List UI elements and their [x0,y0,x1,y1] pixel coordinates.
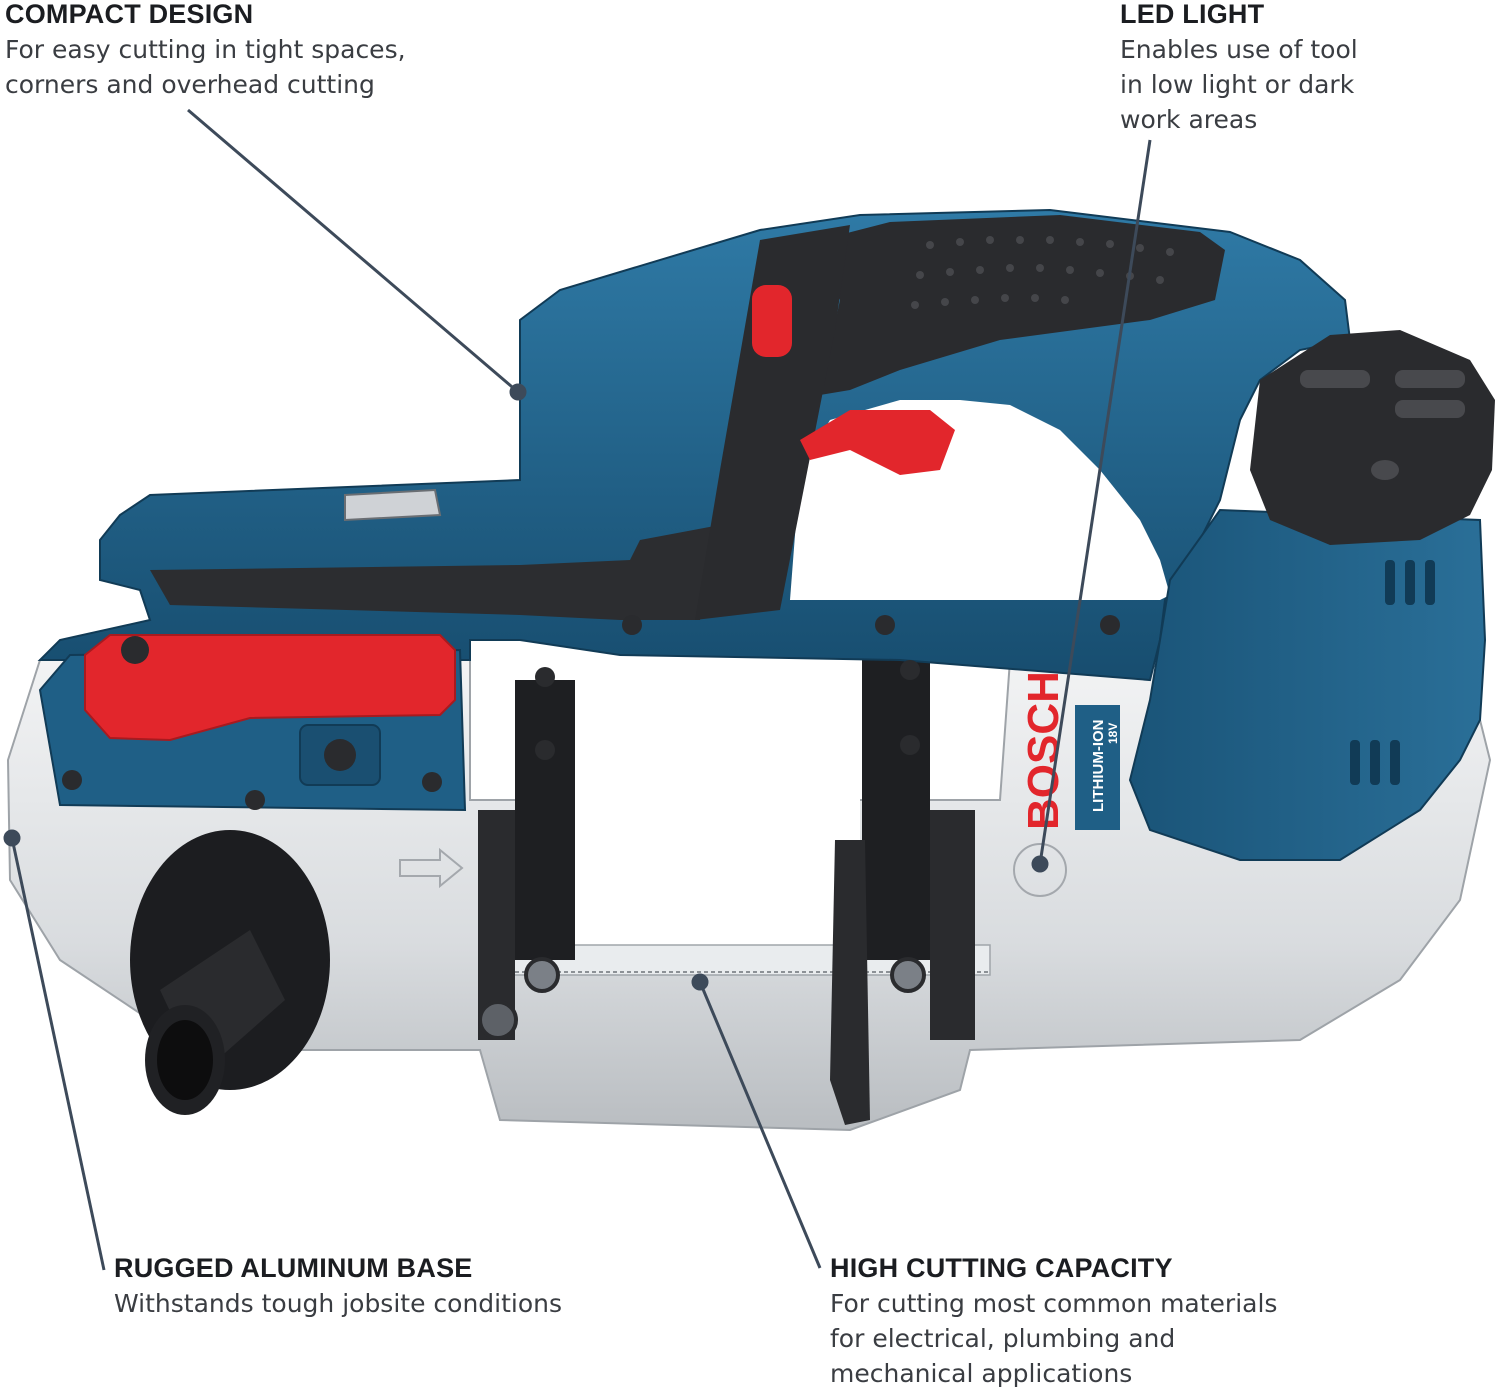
callout-body: Enables use of tool in low light or dark… [1120,32,1490,137]
rubber-grip [820,215,1225,395]
leader-base [10,837,106,1271]
callout-line: work areas [1120,105,1258,134]
screws [62,615,1120,810]
callout-body: For cutting most common materials for el… [830,1286,1470,1391]
callout-cutting-capacity: HIGH CUTTING CAPACITY For cutting most c… [830,1254,1470,1391]
led-light [1013,843,1067,897]
leader-capacity [698,981,822,1269]
grip-texture [911,236,1174,309]
callout-title: LED LIGHT [1120,0,1265,29]
callout-body: Withstands tough jobsite conditions [114,1286,714,1321]
callout-line: Withstands tough jobsite conditions [114,1289,563,1318]
callout-led-light: LED LIGHT Enables use of tool in low lig… [1120,0,1490,137]
callout-line: Enables use of tool [1120,35,1358,64]
tension-lever [84,634,456,742]
lock-off-button [752,285,792,357]
leader-compact [187,108,519,394]
callout-title: HIGH CUTTING CAPACITY [830,1253,1173,1283]
callout-line: For cutting most common materials [830,1289,1278,1318]
blade-throat [570,715,860,945]
direction-arrow [399,847,464,889]
voltage-badge: 18V [1106,723,1120,744]
callout-compact-design: COMPACT DESIGN For easy cutting in tight… [5,0,525,102]
callout-line: corners and overhead cutting [5,70,375,99]
callout-line: for electrical, plumbing and [830,1324,1176,1353]
guard-plate [830,840,870,1125]
callout-line: For easy cutting in tight spaces, [5,35,406,64]
brand-logo: BOSCH [1019,671,1068,830]
lithium-badge: LITHIUM-ION [1090,720,1107,812]
battery-rail [150,525,720,620]
trigger [800,410,955,475]
leader-led [1038,139,1152,865]
motor-cap [1250,330,1495,545]
left-blade-guide [515,680,575,960]
callout-line: mechanical applications [830,1359,1133,1388]
auxiliary-handle [130,830,330,1115]
callout-rugged-base: RUGGED ALUMINUM BASE Withstands tough jo… [114,1254,714,1321]
callout-body: For easy cutting in tight spaces, corner… [5,32,525,102]
callout-line: in low light or dark [1120,70,1355,99]
right-blade-guide [862,660,930,960]
callout-title: RUGGED ALUMINUM BASE [114,1253,473,1283]
callout-title: COMPACT DESIGN [5,0,254,29]
motor-vents [1350,560,1435,785]
